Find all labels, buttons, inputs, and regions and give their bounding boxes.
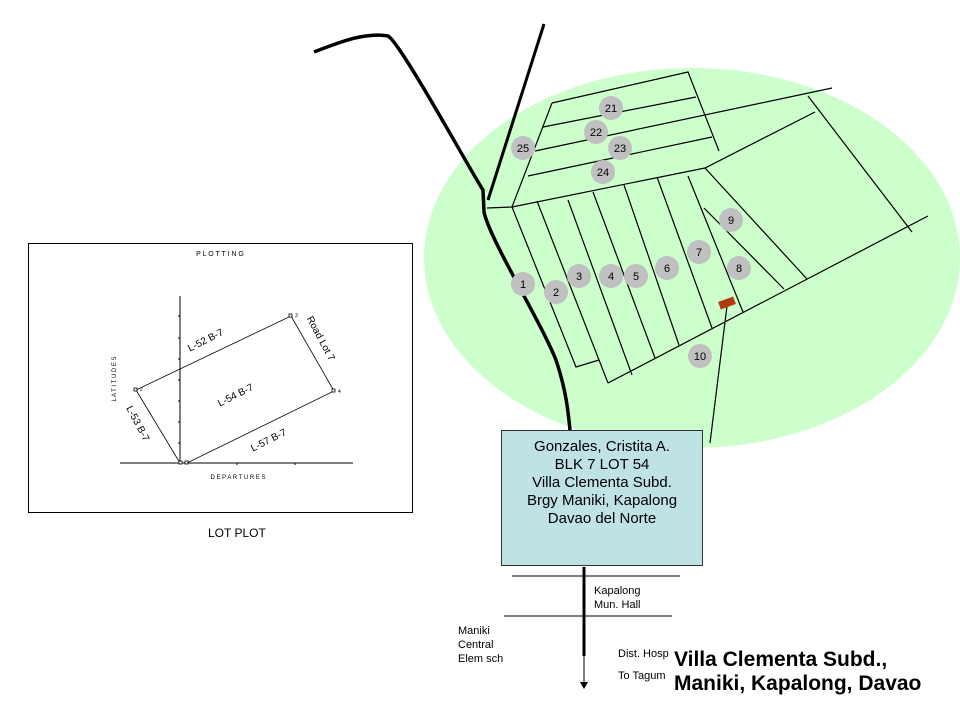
lot-marker-circle bbox=[599, 264, 623, 288]
hospital-label: Dist. Hosp bbox=[618, 648, 669, 660]
lot-marker-circle bbox=[591, 160, 615, 184]
main-road bbox=[313, 33, 572, 431]
school-line-1: Maniki bbox=[458, 625, 490, 637]
lot-marker-circle bbox=[655, 256, 679, 280]
lot-number: 1 bbox=[520, 279, 526, 291]
corner-markers bbox=[133, 313, 336, 465]
lot-marker-circle bbox=[687, 240, 711, 264]
owner-info-box: Gonzales, Cristita A. BLK 7 LOT 54 Villa… bbox=[501, 430, 703, 566]
lot-number: 2 bbox=[553, 287, 559, 299]
lot-plot-frame bbox=[28, 243, 413, 513]
corner-4: 4 bbox=[338, 389, 341, 395]
lot-number: 23 bbox=[614, 143, 626, 155]
lot-number: 6 bbox=[664, 263, 670, 275]
corner-2: 2 bbox=[140, 387, 143, 393]
lot-number: 9 bbox=[728, 215, 734, 227]
mun-hall-line-1: Kapalong bbox=[594, 585, 641, 597]
lot-number: 21 bbox=[605, 103, 617, 115]
arrow-down-icon bbox=[580, 682, 588, 689]
lot-marker-1: 1 bbox=[511, 272, 535, 296]
lot-marker-23: 23 bbox=[608, 136, 632, 160]
lot-number: 7 bbox=[696, 247, 702, 259]
map-title: Villa Clementa Subd., Maniki, Kapalong, … bbox=[674, 648, 921, 696]
lot-marker-6: 6 bbox=[655, 256, 679, 280]
mun-hall-label: Kapalong Mun. Hall bbox=[594, 584, 641, 612]
lot-marker-2: 2 bbox=[544, 280, 568, 304]
map-title-line-2: Maniki, Kapalong, Davao bbox=[674, 672, 922, 695]
lot-marker-4: 4 bbox=[599, 264, 623, 288]
plot-heading: P L O T T I N G bbox=[196, 251, 244, 258]
house-icon bbox=[718, 296, 736, 310]
lot-number: 10 bbox=[694, 351, 706, 363]
side-road bbox=[486, 23, 546, 201]
corner-3: 3 bbox=[295, 313, 298, 319]
lot-number: 8 bbox=[736, 263, 742, 275]
school-label: Maniki Central Elem sch bbox=[458, 624, 503, 666]
to-tagum-label: To Tagum bbox=[618, 670, 666, 682]
lot-marker-21: 21 bbox=[599, 96, 623, 120]
lot-marker-circle bbox=[584, 120, 608, 144]
owner-name: Gonzales, Cristita A. bbox=[534, 438, 670, 455]
lot-marker-circle bbox=[688, 344, 712, 368]
lot-marker-circle bbox=[719, 208, 743, 232]
lot-number: 3 bbox=[576, 271, 582, 283]
lot-marker-circle bbox=[599, 96, 623, 120]
x-axis-label: D E P A R T U R E S bbox=[210, 475, 265, 481]
lot-number: 25 bbox=[517, 143, 529, 155]
lot-marker-circle bbox=[624, 264, 648, 288]
lot-marker-3: 3 bbox=[567, 264, 591, 288]
lot-number: 22 bbox=[590, 127, 602, 139]
block-lot: BLK 7 LOT 54 bbox=[554, 456, 650, 473]
lot-marker-circle bbox=[727, 256, 751, 280]
mun-hall-line-2: Mun. Hall bbox=[594, 599, 641, 611]
lot-marker-circle bbox=[511, 272, 535, 296]
lot-marker-circle bbox=[608, 136, 632, 160]
barangay: Brgy Maniki, Kapalong bbox=[526, 492, 678, 509]
subdivision: Villa Clementa Subd. bbox=[532, 474, 672, 491]
lot-marker-25: 25 bbox=[511, 136, 535, 160]
school-line-2: Central bbox=[458, 639, 494, 651]
lot-marker-7: 7 bbox=[687, 240, 711, 264]
lot-marker-5: 5 bbox=[624, 264, 648, 288]
lot-marker-circle bbox=[544, 280, 568, 304]
lot-number: 5 bbox=[633, 271, 639, 283]
lot-marker-8: 8 bbox=[727, 256, 751, 280]
school-line-3: Elem sch bbox=[458, 653, 504, 665]
y-axis-label: L A T I T U D E S bbox=[112, 356, 118, 401]
lot-number: 24 bbox=[597, 167, 609, 179]
lot-marker-circle bbox=[511, 136, 535, 160]
lot-marker-9: 9 bbox=[719, 208, 743, 232]
province: Davao del Norte bbox=[547, 510, 657, 527]
map-title-line-1: Villa Clementa Subd., bbox=[674, 648, 888, 671]
lot-number: 4 bbox=[608, 271, 614, 283]
lot-marker-22: 22 bbox=[584, 120, 608, 144]
lot-marker-circle bbox=[567, 264, 591, 288]
axis-ticks bbox=[178, 315, 296, 465]
lot-marker-24: 24 bbox=[591, 160, 615, 184]
lot-plot-caption: LOT PLOT bbox=[208, 526, 266, 540]
lot-marker-10: 10 bbox=[688, 344, 712, 368]
